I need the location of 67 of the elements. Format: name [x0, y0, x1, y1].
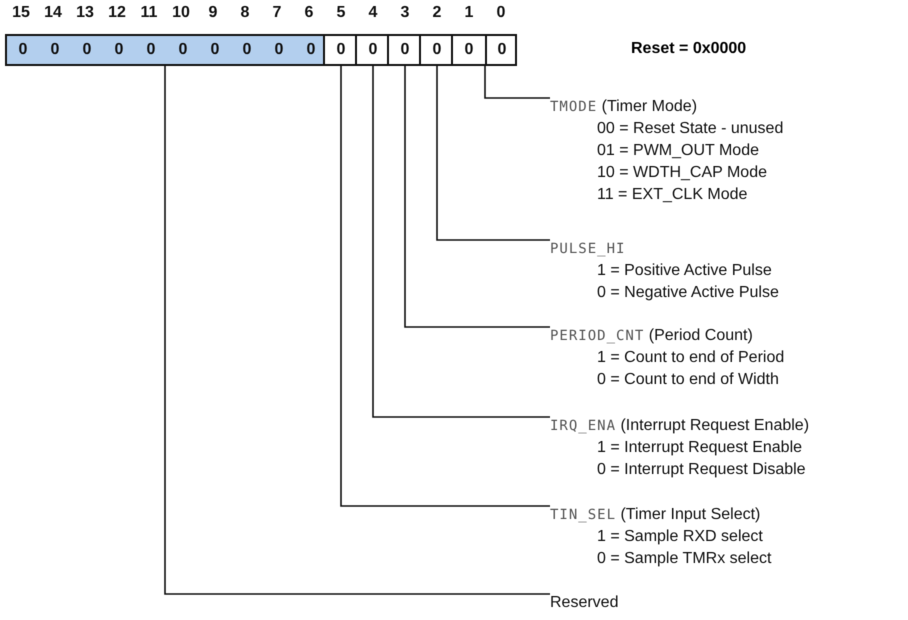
bit-value: 0: [146, 40, 156, 60]
bit-number: 12: [107, 4, 127, 22]
bit-number: 8: [240, 4, 250, 22]
value-description: 0 = Sample TMRx select: [596, 549, 772, 569]
leader-line: [164, 66, 550, 595]
bit-value: 0: [306, 40, 316, 60]
value-description: 1 = Sample RXD select: [596, 527, 764, 547]
bit-value: 0: [18, 40, 28, 60]
bit-field: [325, 34, 357, 66]
value-description: 0 = Count to end of Width: [596, 370, 780, 390]
bit-number: 6: [304, 4, 314, 22]
field-description: (Period Count): [648, 327, 753, 344]
bit-number: 13: [75, 4, 95, 22]
bit-value: 0: [464, 40, 474, 60]
bit-number: 10: [171, 4, 191, 22]
bit-value: 0: [400, 40, 410, 60]
bit-number: 14: [43, 4, 63, 22]
bit-value: 0: [368, 40, 378, 60]
leader-line: [404, 66, 550, 328]
field-name: IRQ_ENA: [550, 418, 616, 434]
bit-value: 0: [242, 40, 252, 60]
leader-line: [436, 66, 550, 241]
bit-value: 0: [178, 40, 188, 60]
bit-number: 5: [336, 4, 346, 22]
bit-number: 0: [496, 4, 506, 22]
field-name: TIN_SEL: [550, 507, 616, 523]
value-description: 00 = Reset State - unused: [596, 119, 784, 139]
field-description: (Interrupt Request Enable): [620, 417, 810, 434]
bit-number: 15: [11, 4, 31, 22]
value-description: 1 = Interrupt Request Enable: [596, 438, 804, 458]
field-name: Reserved: [550, 594, 618, 611]
value-description: 11 = EXT_CLK Mode: [596, 185, 748, 205]
bit-value: 0: [82, 40, 92, 60]
bit-field: [357, 34, 389, 66]
bit-number: 11: [140, 4, 158, 22]
field-name: TMODE: [550, 99, 598, 115]
bit-value: 0: [274, 40, 284, 60]
field-description: (Timer Mode): [602, 98, 698, 115]
bit-value: 0: [485, 36, 517, 64]
bit-field: [421, 34, 453, 66]
bit-number: 2: [432, 4, 442, 22]
value-description: 1 = Positive Active Pulse: [596, 261, 773, 281]
leader-line: [372, 66, 550, 418]
bit-number: 3: [400, 4, 410, 22]
value-description: 0 = Negative Active Pulse: [596, 283, 780, 303]
leader-line: [340, 66, 550, 507]
bit-number: 9: [208, 4, 218, 22]
bit-field: [5, 34, 325, 66]
bit-field: [453, 34, 517, 66]
value-description: 0 = Interrupt Request Disable: [596, 460, 807, 480]
bit-value: 0: [336, 40, 346, 60]
bit-number: 7: [272, 4, 282, 22]
bit-number: 1: [464, 4, 474, 22]
reset-value: Reset = 0x0000: [631, 40, 746, 58]
value-description: 10 = WDTH_CAP Mode: [596, 163, 768, 183]
value-description: 1 = Count to end of Period: [596, 348, 786, 368]
leader-line: [484, 66, 550, 99]
bit-value: 0: [432, 40, 442, 60]
value-description: 01 = PWM_OUT Mode: [596, 141, 760, 161]
bit-number: 4: [368, 4, 378, 22]
field-description: (Timer Input Select): [620, 506, 760, 523]
field-name: PULSE_HI: [550, 241, 626, 257]
field-name: PERIOD_CNT: [550, 328, 644, 344]
bit-field: [389, 34, 421, 66]
bit-value: 0: [50, 40, 60, 60]
bit-value: 0: [210, 40, 220, 60]
bit-value: 0: [114, 40, 124, 60]
